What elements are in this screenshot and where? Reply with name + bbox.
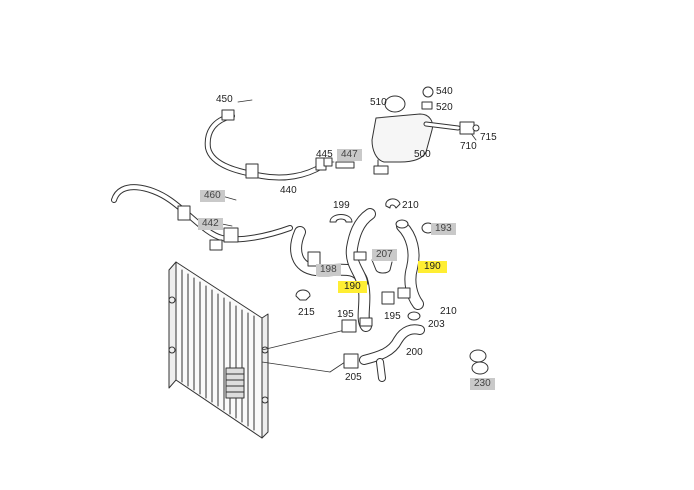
part-label: 710 <box>460 141 477 152</box>
highlighted-part-tag: 190 <box>418 261 447 273</box>
radiator <box>168 261 269 439</box>
part-tag: 207 <box>372 249 397 261</box>
part-label: 215 <box>298 307 315 318</box>
part-label: 540 <box>436 86 453 97</box>
part-label: 500 <box>414 149 431 160</box>
clamps-middle <box>295 251 421 333</box>
clamp-230 <box>469 349 489 375</box>
part-label: 195 <box>337 309 354 320</box>
part-label: 520 <box>436 102 453 113</box>
part-tag: 230 <box>470 378 495 390</box>
part-label: 715 <box>480 132 497 143</box>
part-tag: 442 <box>198 218 223 230</box>
highlighted-part-tag: 190 <box>338 281 367 293</box>
part-tag: 198 <box>316 264 341 276</box>
part-tag: 447 <box>337 149 362 161</box>
part-label: 210 <box>402 200 419 211</box>
part-tag: 193 <box>431 223 456 235</box>
hose-200 <box>343 324 425 382</box>
part-label: 510 <box>370 97 387 108</box>
expansion-tank <box>371 86 480 175</box>
part-label: 210 <box>440 306 457 317</box>
part-label: 195 <box>384 311 401 322</box>
hose-190-right <box>395 219 424 310</box>
fitting-445 <box>323 157 355 169</box>
part-label: 199 <box>333 200 350 211</box>
part-label: 440 <box>280 185 297 196</box>
part-label: 450 <box>216 94 233 105</box>
hose-440 <box>204 109 327 181</box>
part-label: 205 <box>345 372 362 383</box>
part-label: 200 <box>406 347 423 358</box>
hose-442 <box>111 184 293 251</box>
part-label: 445 <box>316 149 333 160</box>
part-label: 203 <box>428 319 445 330</box>
hose-190-left <box>290 208 376 332</box>
part-tag: 460 <box>200 190 225 202</box>
